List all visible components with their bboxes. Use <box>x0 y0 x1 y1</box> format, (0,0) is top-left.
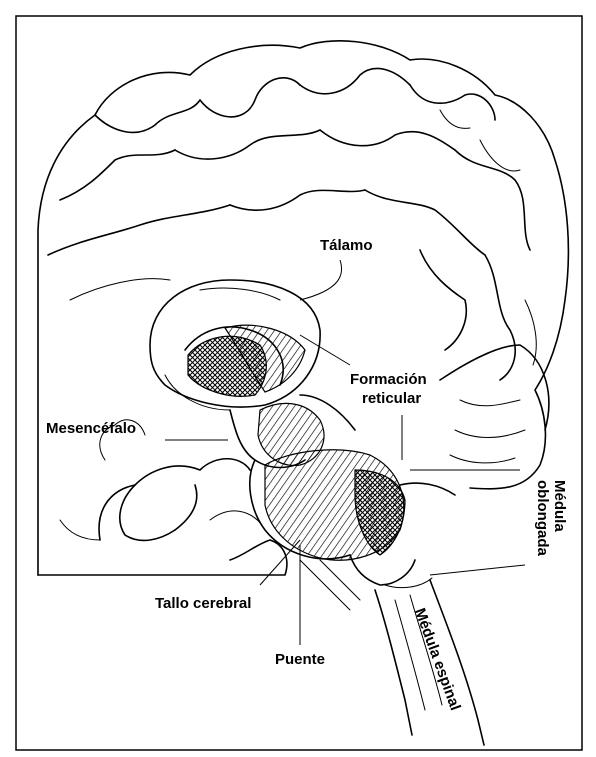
figure-frame <box>16 16 582 750</box>
label-thalamus: Tálamo <box>320 237 373 254</box>
label-reticular-line1: Formación <box>350 371 427 388</box>
label-medulla-line1: Médula <box>551 480 568 532</box>
label-medulla-line2: oblongada <box>534 480 551 556</box>
label-brainstem: Tallo cerebral <box>155 595 251 612</box>
label-pons: Puente <box>275 651 325 668</box>
label-reticular-line2: reticular <box>362 390 421 407</box>
label-midbrain: Mesencéfalo <box>46 420 136 437</box>
